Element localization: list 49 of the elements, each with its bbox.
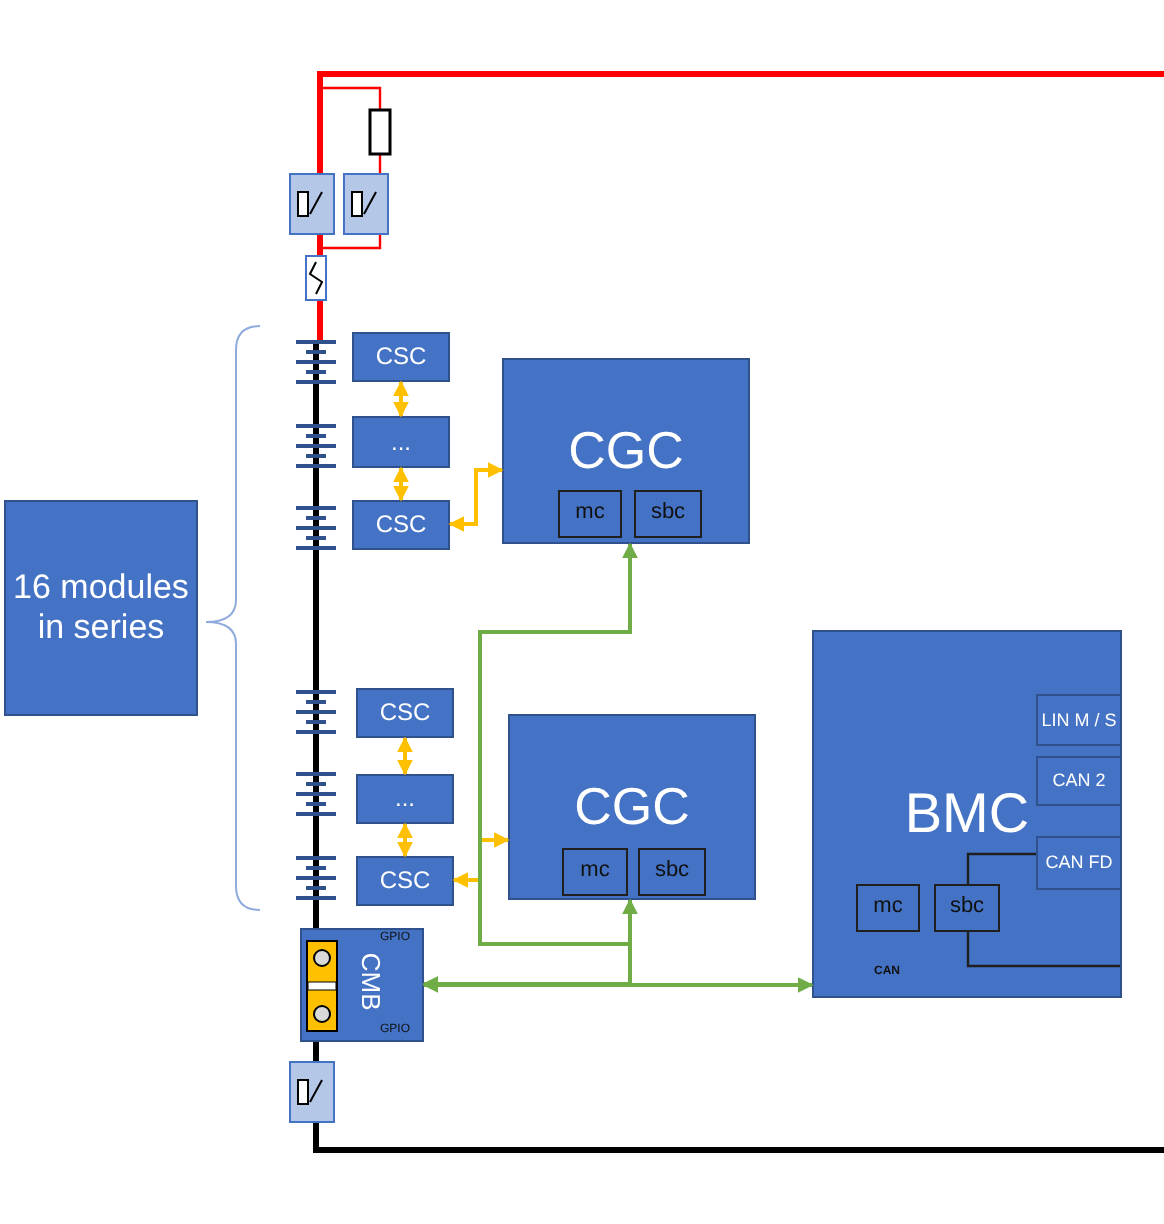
chip-box (856, 884, 920, 932)
controller-box (502, 358, 750, 544)
chip-box (934, 884, 1000, 932)
box-label: CGC (574, 775, 690, 839)
arrow (393, 466, 409, 502)
box-label: 16 modules in series (11, 567, 191, 649)
box-label: mc (580, 858, 610, 886)
box-label: sbc (654, 858, 690, 886)
box-label: mc (575, 500, 605, 528)
arrow (393, 380, 409, 418)
box-label: sbc (949, 894, 985, 922)
box-label: CAN 2 (1052, 770, 1106, 792)
box-label: CSC (379, 866, 431, 896)
box-label: ... (394, 784, 415, 814)
controller-box (812, 630, 1122, 998)
arrow (452, 832, 510, 888)
box-label: CSC (375, 510, 427, 540)
connector-line (966, 932, 1120, 968)
csc-box (352, 332, 450, 382)
box-label: CAN FD (1045, 852, 1113, 874)
box-label: BMC (904, 780, 1030, 848)
csc-box (352, 500, 450, 550)
box-label: sbc (650, 500, 686, 528)
controller-box (508, 714, 756, 900)
box-label: LIN M / S (1041, 709, 1117, 731)
interface-box (1036, 694, 1122, 746)
csc-box (356, 688, 454, 738)
arrow (397, 736, 413, 776)
box-label: mc (873, 894, 903, 922)
arrow (448, 462, 504, 532)
arrow (422, 977, 814, 993)
chip-box (638, 848, 706, 896)
csc-box (356, 774, 454, 824)
box-label: CMB (355, 952, 387, 1011)
connector-line (966, 852, 1036, 884)
chip-box (562, 848, 628, 896)
csc-box (352, 416, 450, 468)
box-label: CSC (375, 342, 427, 372)
box-label: ... (390, 427, 411, 457)
arrow (397, 822, 413, 858)
chip-box (634, 490, 702, 538)
box-label: CSC (379, 698, 431, 728)
module-count-box (4, 500, 198, 716)
box-label: CGC (568, 419, 684, 483)
chip-box (558, 490, 622, 538)
csc-box (356, 856, 454, 906)
interface-box (1036, 756, 1122, 806)
module-board-box (300, 928, 424, 1042)
interface-box (1036, 836, 1122, 890)
